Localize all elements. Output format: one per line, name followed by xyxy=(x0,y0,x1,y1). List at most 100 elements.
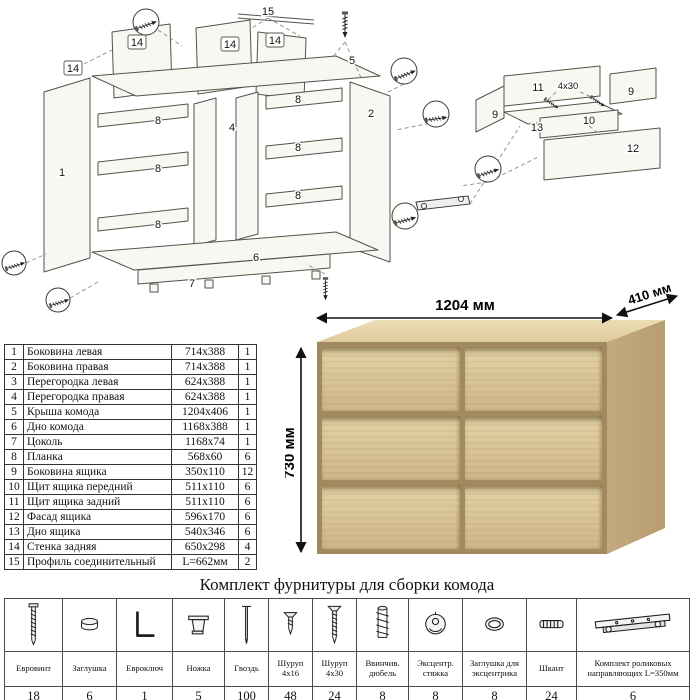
hardware-item-qty: 1 xyxy=(116,686,173,700)
hardware-item-qty: 48 xyxy=(268,686,313,700)
screw-dowel-icon xyxy=(375,605,390,639)
part-label: 8 xyxy=(155,163,161,175)
part-qty: 4 xyxy=(238,539,257,555)
part-size: 650x298 xyxy=(171,539,239,555)
part-name: Боковина левая xyxy=(23,344,172,360)
dowel-icon xyxy=(539,619,564,629)
part-label: 8 xyxy=(155,219,161,231)
parts-table-row: 15 Профиль соединительный L=662мм 2 xyxy=(4,554,257,570)
parts-table-row: 12 Фасад ящика 596x170 6 xyxy=(4,509,257,525)
hardware-item-name: Гвоздь xyxy=(224,651,269,687)
part-name: Крыша комода xyxy=(23,404,172,420)
part-qty: 12 xyxy=(238,464,257,480)
part-label: 5 xyxy=(349,55,355,67)
part-size: 714x388 xyxy=(171,359,239,375)
part-name: Щит ящика задний xyxy=(23,494,172,510)
part-number: 15 xyxy=(4,554,24,570)
hardware-icon-cell xyxy=(462,598,527,652)
part-size: 596x170 xyxy=(171,509,239,525)
part-label: 15 xyxy=(262,6,274,18)
hardware-table: Евровинт Заглушка Евроключ Ножка Гвоздь … xyxy=(4,598,690,700)
part-label: 8 xyxy=(295,142,301,154)
part-number: 13 xyxy=(4,524,24,540)
part-name: Боковина правая xyxy=(23,359,172,375)
dresser-front xyxy=(317,342,607,554)
hardware-item-name: Шуруп 4х16 xyxy=(268,651,313,687)
hardware-item-qty: 24 xyxy=(312,686,357,700)
height-dimension-label: 730 мм xyxy=(285,427,298,478)
hex-key-icon xyxy=(135,610,156,638)
hardware-item-qty: 8 xyxy=(356,686,409,700)
part-name: Боковина ящика xyxy=(23,464,172,480)
nail-icon xyxy=(241,605,252,645)
drawer-panels xyxy=(475,65,661,181)
part-name: Дно комода xyxy=(23,419,172,435)
part-size: 714x388 xyxy=(171,344,239,360)
parts-table-row: 1 Боковина левая 714x388 1 xyxy=(4,344,257,360)
hardware-item-name: Ножка xyxy=(172,651,225,687)
part-size: 511x110 xyxy=(171,479,239,495)
parts-table-row: 11 Щит ящика задний 511x110 6 xyxy=(4,494,257,510)
hardware-item-qty: 18 xyxy=(4,686,63,700)
part-qty: 6 xyxy=(238,479,257,495)
part-size: L=662мм xyxy=(171,554,239,570)
part-size: 1168x74 xyxy=(171,434,239,450)
part-size: 624x388 xyxy=(171,374,239,390)
hardware-icon-cell xyxy=(576,598,690,652)
wood-screw-short-icon xyxy=(283,612,298,635)
boxed-part-labels xyxy=(63,32,285,76)
drawer-front xyxy=(322,416,460,480)
connecting-profile xyxy=(237,13,315,25)
part-label: 14 xyxy=(131,37,143,49)
part-size: 624x388 xyxy=(171,389,239,405)
hardware-item-qty: 8 xyxy=(462,686,527,700)
part-size: 540x346 xyxy=(171,524,239,540)
part-name: Щит ящика передний xyxy=(23,479,172,495)
hardware-icon-cell xyxy=(268,598,313,652)
part-label: 13 xyxy=(531,122,543,134)
roller-guide-drawing xyxy=(415,195,471,211)
hardware-names-row: Евровинт Заглушка Евроключ Ножка Гвоздь … xyxy=(4,651,690,687)
hardware-item-name: Евроключ xyxy=(116,651,173,687)
depth-dimension-label: 410 мм xyxy=(626,285,673,308)
part-label: 6 xyxy=(253,252,259,264)
hardware-item-name: Шуруп 4х30 xyxy=(312,651,357,687)
part-label: 11 xyxy=(532,82,543,94)
hardware-icon-cell xyxy=(62,598,117,652)
hardware-item-qty: 6 xyxy=(576,686,690,700)
plug-cap-icon xyxy=(80,617,99,631)
screw-size-annotation: 4х30 xyxy=(558,81,579,92)
hardware-kit-title: Комплект фурнитуры для сборки комода xyxy=(199,575,495,594)
hardware-icon-cell xyxy=(408,598,463,652)
hardware-icons-row xyxy=(4,598,690,652)
part-number: 11 xyxy=(4,494,24,510)
part-qty: 1 xyxy=(238,374,257,390)
hardware-icon-cell xyxy=(224,598,269,652)
part-number: 1 xyxy=(4,344,24,360)
hardware-item-name: Ввинчив. дюбель xyxy=(356,651,409,687)
parts-table-row: 2 Боковина правая 714x388 1 xyxy=(4,359,257,375)
part-number: 5 xyxy=(4,404,24,420)
part-name: Фасад ящика xyxy=(23,509,172,525)
hardware-callouts xyxy=(1,8,606,313)
hardware-item-name: Заглушка для эксцентрика xyxy=(462,651,527,687)
part-size: 568x60 xyxy=(171,449,239,465)
hardware-icon-cell xyxy=(312,598,357,652)
parts-table-row: 5 Крыша комода 1204x406 1 xyxy=(4,404,257,420)
exploded-assembly-diagram: 15 14 14 14 14 1 8 8 8 8 8 8 4 7 6 5 2 1… xyxy=(1,5,661,313)
part-qty: 1 xyxy=(238,344,257,360)
part-qty: 1 xyxy=(238,389,257,405)
part-label: 4 xyxy=(229,122,235,134)
euroscrew-icon xyxy=(28,603,39,646)
part-number: 10 xyxy=(4,479,24,495)
parts-table-row: 3 Перегородка левая 624x388 1 xyxy=(4,374,257,390)
part-label: 7 xyxy=(189,278,195,290)
part-label: 9 xyxy=(628,86,634,98)
part-number: 7 xyxy=(4,434,24,450)
part-label: 14 xyxy=(224,39,236,51)
drawer-front xyxy=(322,347,460,411)
hardware-icon-cell xyxy=(356,598,409,652)
part-label: 12 xyxy=(627,143,639,155)
hardware-item-qty: 6 xyxy=(62,686,117,700)
